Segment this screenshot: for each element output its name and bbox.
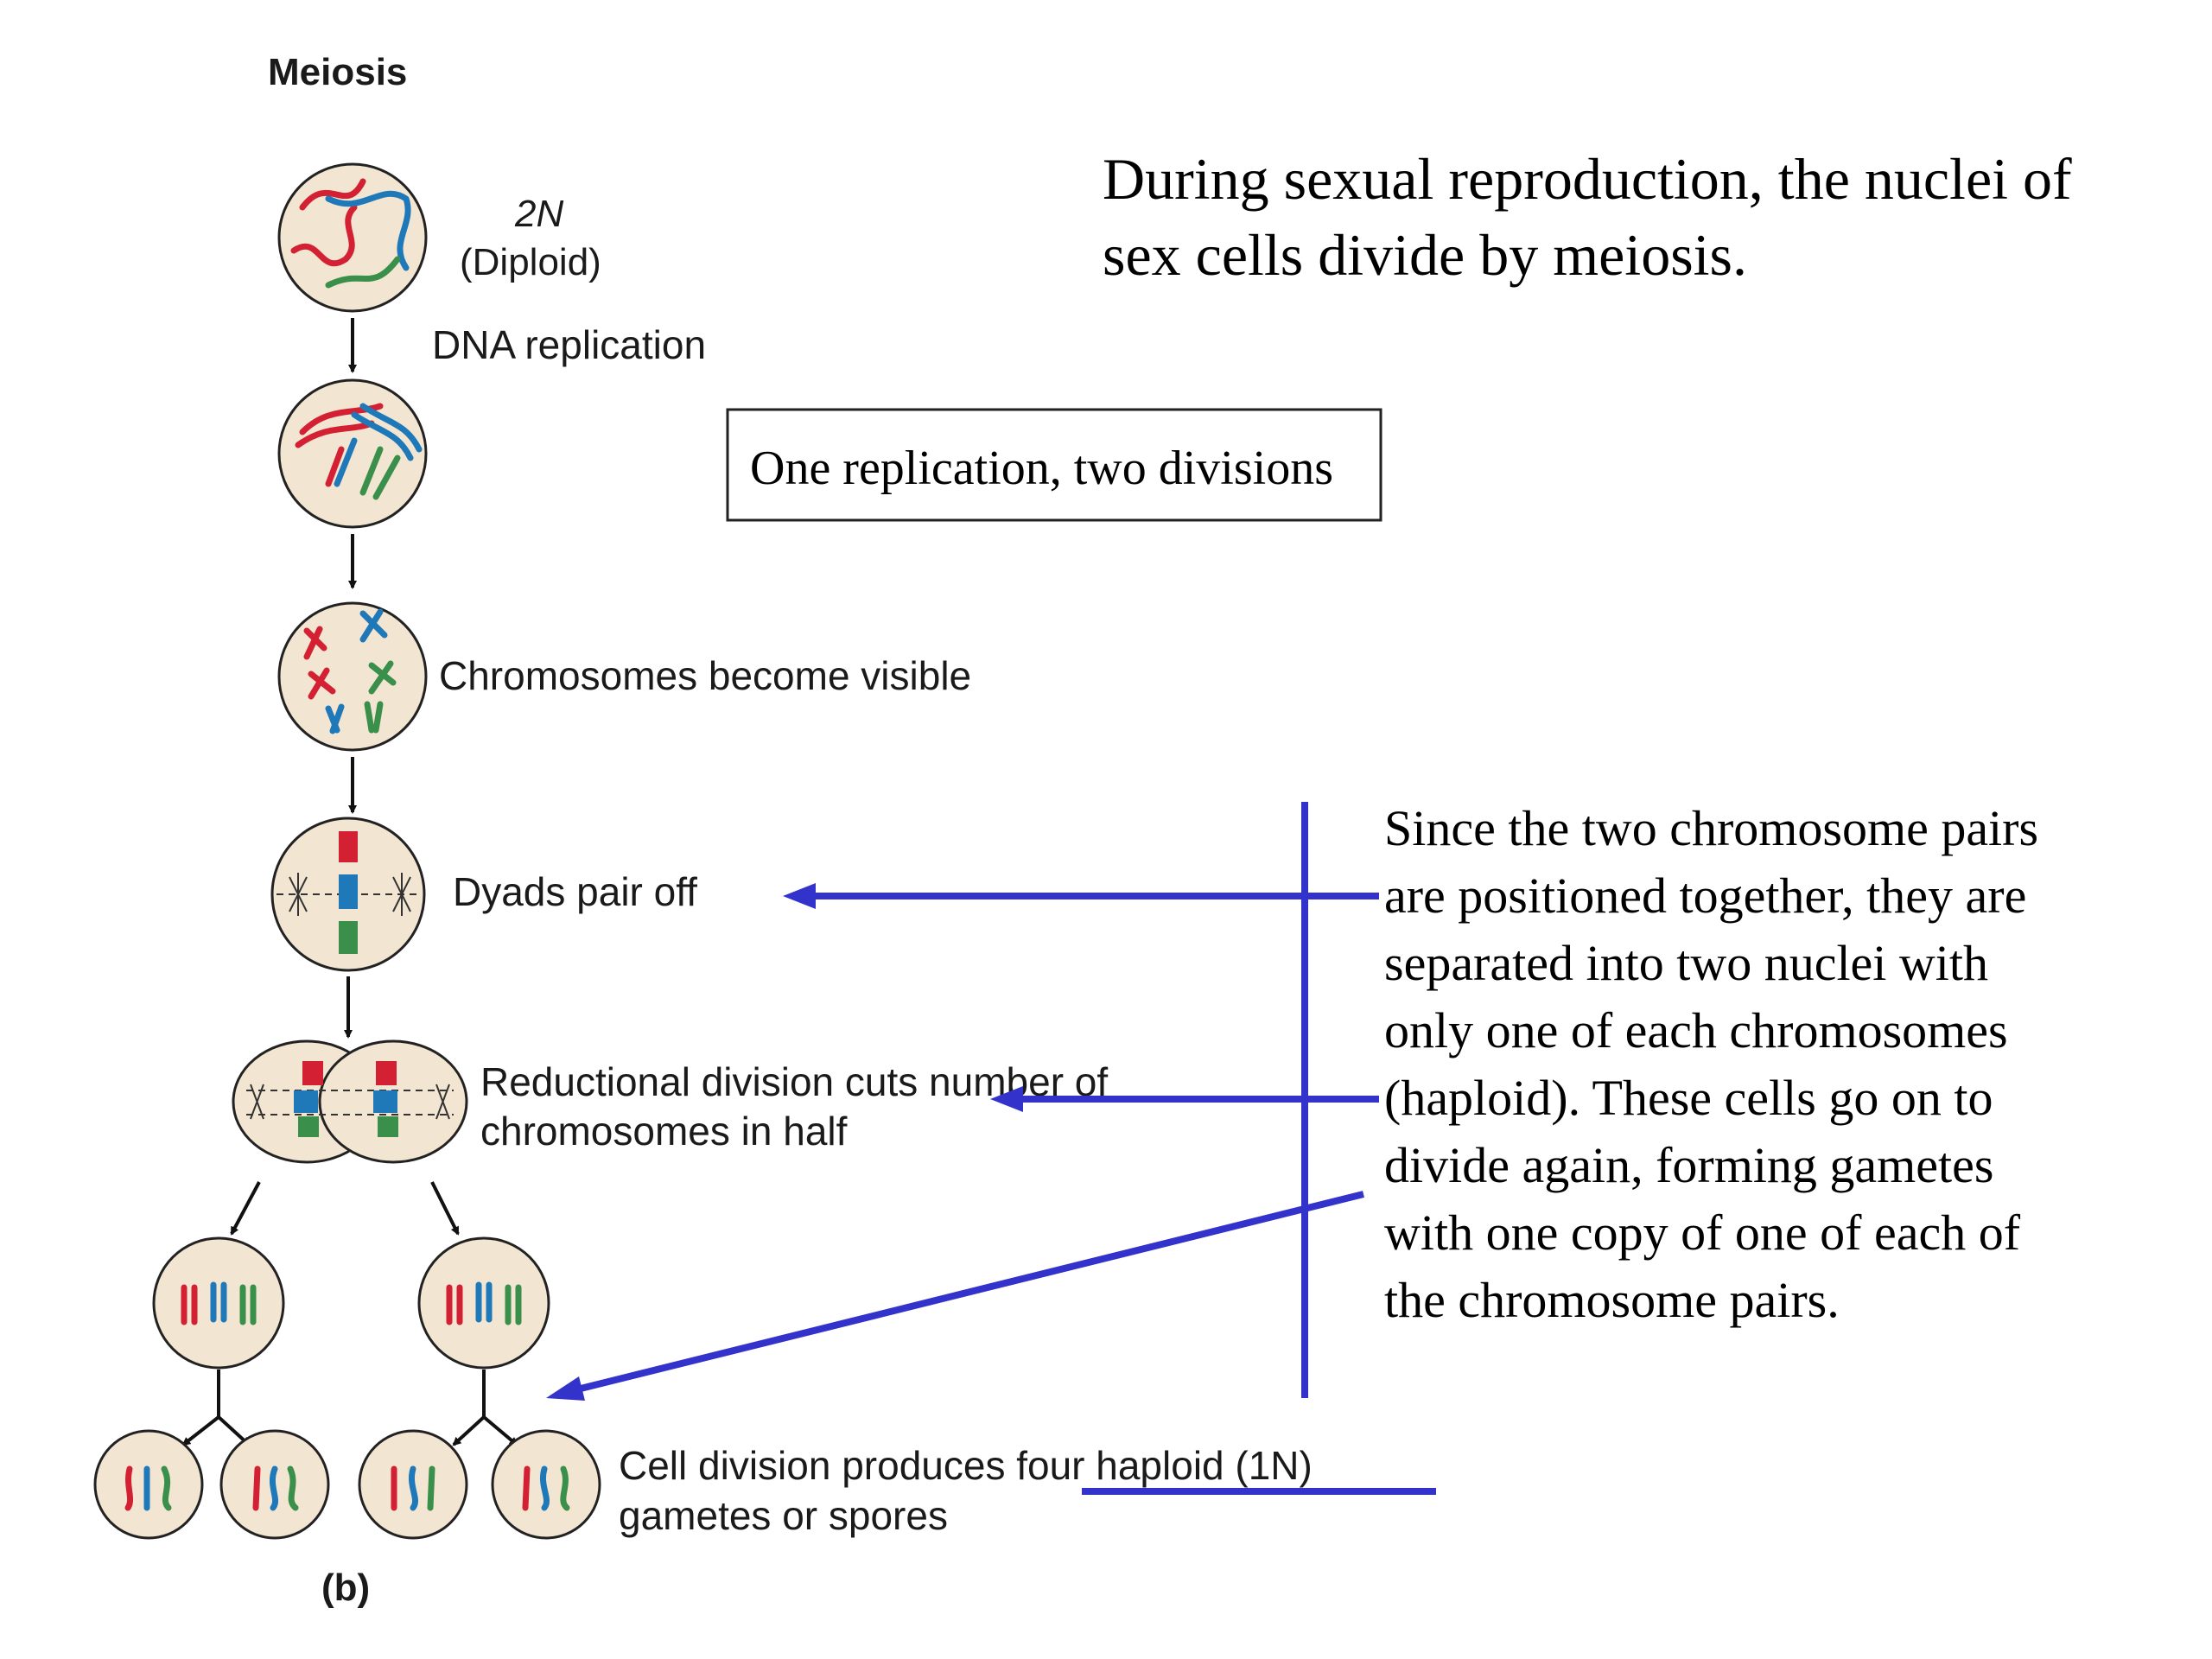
- cell-replicated: [277, 378, 428, 529]
- gamete-4: [491, 1429, 601, 1540]
- label-dna-replication: DNA replication: [432, 322, 706, 367]
- arrowhead-gametes: [546, 1376, 585, 1401]
- explanation-line: Since the two chromosome pairs: [1384, 800, 2038, 856]
- explanation-line: divide again, forming gametes: [1384, 1137, 1993, 1193]
- branch-right-b: [482, 1415, 518, 1446]
- cell-second-division-right: [417, 1236, 550, 1370]
- arrowhead-dyads: [783, 883, 816, 909]
- panel-label: (b): [321, 1567, 370, 1609]
- cell-reductional-division: [232, 1039, 468, 1164]
- label-diploid: (Diploid): [460, 241, 601, 283]
- label-reductional-line2: chromosomes in half: [480, 1109, 848, 1154]
- diagram-title: Meiosis: [268, 51, 407, 93]
- summary-box-text: One replication, two divisions: [750, 442, 1333, 495]
- cell-second-division-left: [152, 1236, 285, 1370]
- label-chromosomes-visible: Chromosomes become visible: [439, 653, 971, 698]
- intro-line-1: During sexual reproduction, the nuclei o…: [1103, 146, 2072, 212]
- explanation-text: Since the two chromosome pairs are posit…: [1384, 800, 2038, 1328]
- intro-line-2: sex cells divide by meiosis.: [1103, 222, 1747, 288]
- gamete-3: [358, 1429, 468, 1540]
- arrow-5-left: [230, 1181, 261, 1236]
- label-dyads-pair-off: Dyads pair off: [453, 869, 697, 914]
- explanation-line: with one copy of one of each of: [1384, 1205, 2021, 1261]
- label-cell-division-line2: gametes or spores: [619, 1493, 948, 1538]
- explanation-line: separated into two nuclei with: [1384, 935, 1988, 991]
- arrow-5-right: [430, 1181, 460, 1236]
- cell-dyads: [270, 817, 426, 972]
- label-2n: 2N: [514, 193, 563, 235]
- cell-chromosomes-visible: [277, 601, 428, 752]
- cell-diploid: [277, 162, 428, 313]
- branch-right-a: [452, 1415, 486, 1446]
- label-cell-division-line1: Cell division produces four haploid (1N): [619, 1443, 1313, 1488]
- explanation-line: (haploid). These cells go on to: [1384, 1070, 1993, 1126]
- branch-left-a: [181, 1415, 220, 1446]
- arrow-to-gametes: [576, 1191, 1364, 1393]
- explanation-line: the chromosome pairs.: [1384, 1272, 1840, 1328]
- gamete-1: [93, 1429, 204, 1540]
- explanation-line: only one of each chromosomes: [1384, 1002, 2008, 1058]
- arrowhead-reductional: [990, 1086, 1023, 1112]
- gamete-2: [219, 1429, 330, 1540]
- summary-box: [726, 408, 1382, 522]
- explanation-line: are positioned together, they are: [1384, 868, 2026, 924]
